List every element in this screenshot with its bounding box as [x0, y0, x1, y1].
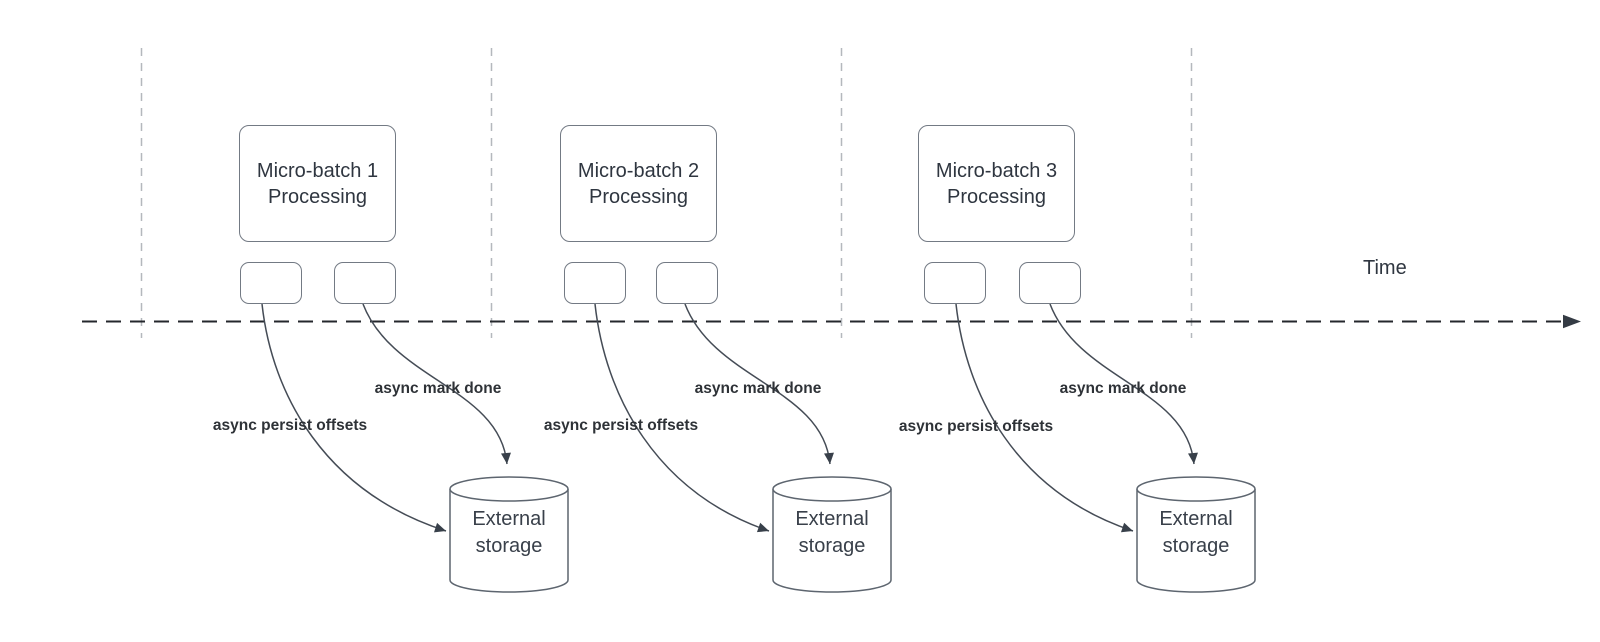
external-storage-label-2: External storage [773, 506, 891, 560]
cylinder-top-rim [1136, 476, 1256, 502]
persist-offsets-label-2: async persist offsets [543, 417, 699, 434]
persist-offsets-label-3: async persist offsets [898, 418, 1054, 435]
mark-done-label-3: async mark done [1059, 380, 1187, 397]
mark-task-rect-3 [1019, 262, 1081, 304]
cylinder-body [772, 489, 892, 593]
cylinder-body [449, 489, 569, 593]
storage-label-line1: External [472, 508, 546, 530]
mark-done-arrow-2 [684, 303, 834, 465]
microbatch-3-processing-box: Micro-batch 3 Processing [918, 125, 1075, 242]
microbatch-1-processing-box: Micro-batch 1 Processing [239, 125, 396, 242]
persist-offsets-arrow-2 [594, 303, 770, 533]
storage-label-line1: External [795, 508, 869, 530]
cylinder-top-rim [449, 476, 569, 502]
storage-label-line1: External [1159, 508, 1233, 530]
mark-done-arrow-1 [362, 303, 511, 465]
storage-label-line2: storage [1162, 535, 1230, 557]
cylinder-body [1136, 489, 1256, 593]
offset-task-rect-2 [564, 262, 626, 304]
external-storage-cylinder-1 [449, 476, 569, 593]
process-box-title-line2: Processing [268, 185, 367, 208]
external-storage-cylinder-2 [772, 476, 892, 593]
offset-task-rect-1 [240, 262, 302, 304]
mark-done-label-1: async mark done [374, 380, 502, 397]
cylinder-top-rim [772, 476, 892, 502]
mark-task-rect-2 [656, 262, 718, 304]
time-axis-arrowhead-icon [1563, 314, 1581, 329]
process-box-title-line1: Micro-batch 3 [935, 159, 1058, 182]
offset-task-rect-3 [924, 262, 986, 304]
time-axis-label: Time [1363, 257, 1407, 279]
external-storage-cylinder-3 [1136, 476, 1256, 593]
mark-done-arrow-3 [1049, 303, 1198, 465]
process-box-title-line1: Micro-batch 2 [577, 159, 700, 182]
persist-offsets-arrow-1 [261, 303, 447, 533]
external-storage-label-3: External storage [1137, 506, 1255, 560]
mark-done-label-2: async mark done [694, 380, 822, 397]
persist-offsets-arrow-3 [955, 303, 1134, 533]
storage-label-line2: storage [798, 535, 866, 557]
process-box-title-line2: Processing [947, 185, 1046, 208]
microbatch-2-processing-box: Micro-batch 2 Processing [560, 125, 717, 242]
mark-task-rect-1 [334, 262, 396, 304]
persist-offsets-label-1: async persist offsets [212, 417, 368, 434]
external-storage-label-1: External storage [450, 506, 568, 560]
process-box-title-line2: Processing [589, 185, 688, 208]
process-box-title-line1: Micro-batch 1 [256, 159, 379, 182]
storage-label-line2: storage [475, 535, 543, 557]
